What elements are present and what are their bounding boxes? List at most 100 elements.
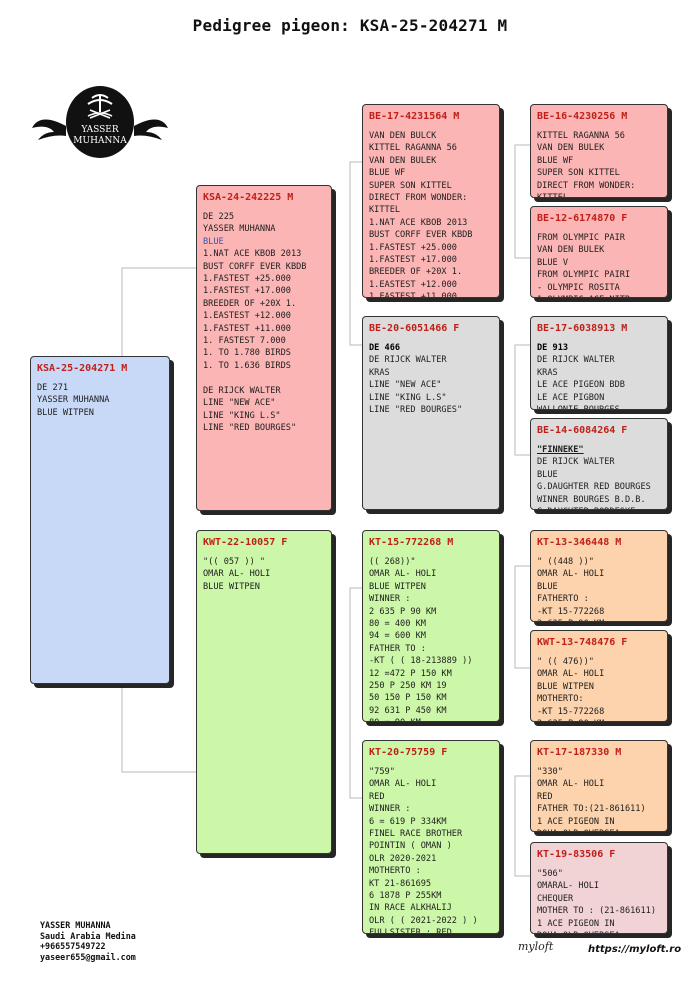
card-line: OLR 2020-2021 xyxy=(369,853,437,864)
card-line: -KT ( ( 18-213889 )) xyxy=(369,656,473,667)
card-line: OLR ( ( 2021-2022 ) ) xyxy=(369,915,478,926)
card-line: FULLSISTER : RED xyxy=(369,928,452,934)
card-line: " (( 476))" xyxy=(537,657,594,667)
card-line: 2 635 P 90 KM xyxy=(537,618,661,621)
card-line: 1.NAT ACE KBOB 2013 xyxy=(369,217,468,228)
card-line: LINE "KING L.S" xyxy=(369,392,447,403)
card-line: "FINNEKE" xyxy=(537,445,584,455)
owner-location: Saudi Arabia Medina xyxy=(40,930,136,941)
card-line: KITTEL xyxy=(537,192,661,197)
card-line: OMAR AL- HOLI xyxy=(203,569,271,580)
card-line: BUST CORFF EVER KBDB xyxy=(203,261,307,272)
card-line: VAN DEN BULEK xyxy=(369,155,437,166)
palm-swords-wings-emblem-icon: YASSER MUHANNA xyxy=(32,86,168,158)
card-line: FROM OLYMPIC PAIRI xyxy=(537,270,631,281)
card-line: SUPER SON KITTEL xyxy=(369,180,452,191)
card-line: KITTEL RAGANNA 56 xyxy=(537,131,625,141)
card-line: DE RIJCK WALTER xyxy=(537,457,615,468)
card-line: WALLONIE BOURGES xyxy=(537,404,661,409)
card-line: DOHA OLR OVERSEA xyxy=(537,930,661,933)
card-line: 92 631 P 450 KM xyxy=(369,705,447,716)
ring-number: KSA-24-242225 M xyxy=(203,192,294,203)
myloft-url-link[interactable]: https://myloft.ro xyxy=(588,944,682,955)
card-line: CHEQUER xyxy=(537,893,574,904)
ring-number: BE-17-6038913 M xyxy=(537,323,628,334)
card-line: 1.NAT ACE KBOB 2013 xyxy=(203,249,302,260)
card-line: FATHERTO : xyxy=(537,594,589,605)
card-line: VAN DEN BULEK xyxy=(537,143,605,154)
card-line: BLUE WF xyxy=(369,168,406,179)
card-line: OMAR AL- HOLI xyxy=(369,779,437,790)
card-line: LE ACE PIGBON xyxy=(537,392,605,403)
card-line: 2 635 P 90 KM xyxy=(369,606,437,617)
ring-number: BE-14-6084264 F xyxy=(537,425,628,436)
card-line: BLUE xyxy=(537,581,558,592)
card-line: BLUE WITPEN xyxy=(537,681,594,692)
card-line: SUPER SON KITTEL xyxy=(537,168,620,179)
card-line: DE 225 xyxy=(203,212,235,222)
card-line: RED xyxy=(537,791,553,802)
card-line: OMARAL- HOLI xyxy=(537,881,600,892)
card-line: 1 ACE PIGEON IN xyxy=(537,816,615,827)
card-line: BLUE V xyxy=(537,257,569,268)
card-line: 12 =472 P 150 KM xyxy=(369,668,452,679)
dam-card: KWT-22-10057 F "(( 057 )) "OMAR AL- HOLI… xyxy=(196,530,332,854)
card-line: OMAR AL- HOLI xyxy=(537,569,605,580)
owner-contact: YASSER MUHANNA Saudi Arabia Medina +9665… xyxy=(40,920,136,962)
card-line: "759" xyxy=(369,767,395,777)
ring-number: BE-20-6051466 F xyxy=(369,323,460,334)
card-line: BLUE xyxy=(537,469,558,480)
card-line: 94 = 600 KM xyxy=(369,631,426,642)
card-line: DE 466 xyxy=(369,343,401,353)
card-line: DE RIJCK WALTER xyxy=(203,385,281,396)
ring-number: KT-13-346448 M xyxy=(537,537,622,548)
card-line: DOHA OLR OVERSEA xyxy=(537,828,661,831)
card-line: - OLYMPIC ROSITA xyxy=(537,282,620,293)
card-line: KITTEL xyxy=(369,205,401,216)
sire-sire-sire-card: BE-16-4230256 M KITTEL RAGANNA 56 VAN DEN… xyxy=(530,104,668,198)
card-line: 1.EASTEST +12.000 xyxy=(203,311,291,322)
card-line: LINE "RED BOURGES" xyxy=(369,405,463,416)
card-line: POINTIN ( OMAN ) xyxy=(369,841,452,852)
card-line: "506" xyxy=(537,869,563,879)
card-line: 250 P 250 KM 19 xyxy=(369,681,447,692)
card-line: FINEL RACE BROTHER xyxy=(369,829,463,840)
card-line: DE 271 xyxy=(37,383,69,393)
card-line: -KT 15-772268 xyxy=(537,606,605,617)
card-line: "(( 057 )) " xyxy=(203,557,266,567)
ring-number: KT-19-83506 F xyxy=(537,849,616,860)
owner-email[interactable]: yaseer655@gmail.com xyxy=(40,951,136,962)
card-line: 1.FASTEST +17.000 xyxy=(369,255,457,266)
ring-number: BE-16-4230256 M xyxy=(537,111,628,122)
card-line: BLUE WF xyxy=(537,155,574,166)
card-line: KITTEL RAGANNA 56 xyxy=(369,143,457,154)
card-line: MOTHERTO: xyxy=(537,694,584,705)
card-line: IN RACE ALKHALIJ xyxy=(369,903,452,914)
card-line: WINNER : xyxy=(369,594,411,605)
card-line: BREEDER OF +20X 1. xyxy=(203,298,297,309)
card-line: G.DAUGHTER RED BOURGES xyxy=(537,482,651,493)
card-line: DE 913 xyxy=(537,343,569,353)
ring-number: BE-17-4231564 M xyxy=(369,111,460,122)
card-line: YASSER MUHANNA xyxy=(203,224,276,235)
card-line: 1. FASTEST 7.000 xyxy=(203,336,286,347)
card-line: DE RIJCK WALTER xyxy=(537,355,615,366)
myloft-brand: myloft xyxy=(518,940,554,953)
card-line: 1.FASTEST +17.000 xyxy=(203,286,291,297)
card-line: BLUE WITPEN xyxy=(37,407,94,418)
card-line: 1.FASTEST +25.000 xyxy=(203,274,291,285)
